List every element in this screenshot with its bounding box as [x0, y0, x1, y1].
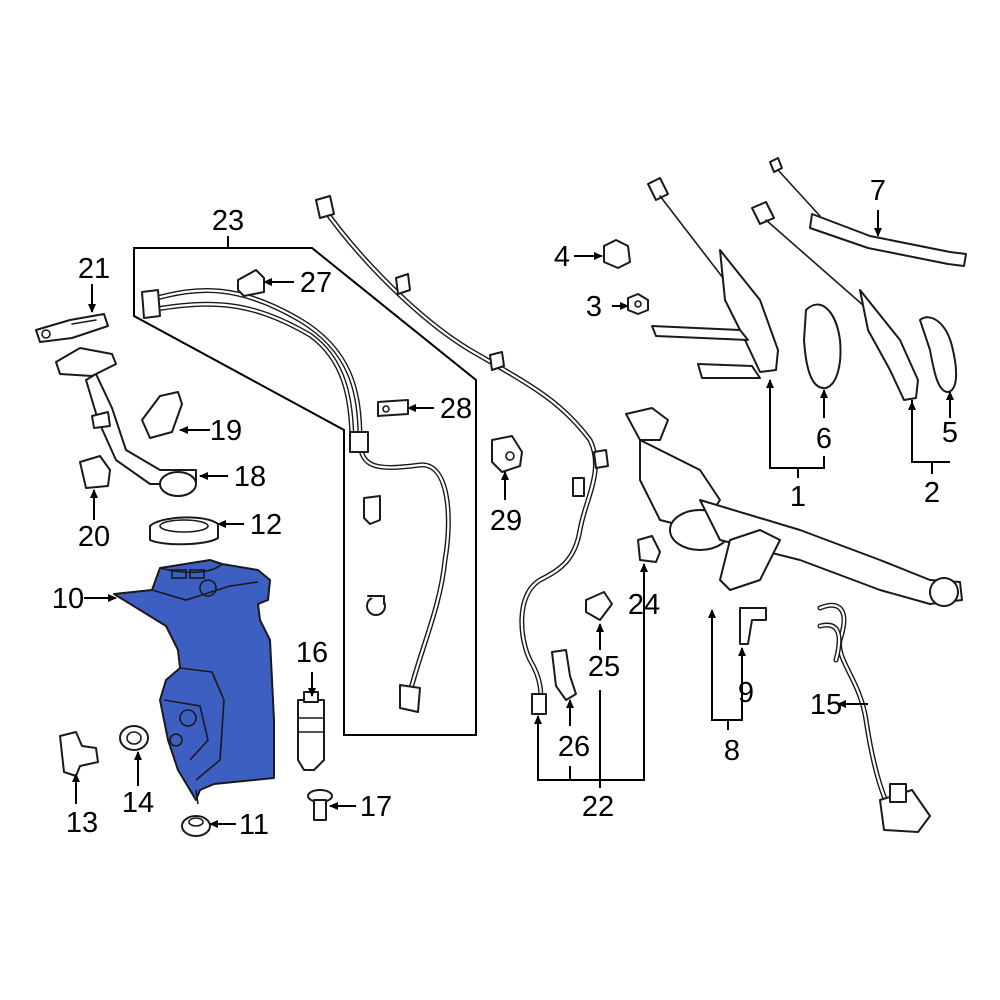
- callout-18: 18: [234, 461, 266, 493]
- arm-cap-6[interactable]: [803, 303, 842, 390]
- callout-3: 3: [586, 291, 602, 323]
- callout-8: 8: [724, 735, 740, 767]
- callout-12: 12: [250, 509, 282, 541]
- connector-26[interactable]: [551, 649, 577, 701]
- callout-17: 17: [360, 791, 392, 823]
- callout-7: 7: [870, 175, 886, 207]
- bolt-17[interactable]: [307, 789, 333, 821]
- washer-hose[interactable]: [141, 287, 451, 713]
- level-sensor-13[interactable]: [59, 731, 99, 777]
- arm-cap-5[interactable]: [919, 316, 958, 393]
- clip-27[interactable]: [237, 269, 265, 297]
- filler-neck-18[interactable]: [55, 347, 197, 497]
- grommet-21[interactable]: [35, 313, 109, 343]
- callout-10: 10: [52, 583, 84, 615]
- nut-4[interactable]: [603, 239, 631, 269]
- clip-25[interactable]: [585, 591, 613, 621]
- callout-19: 19: [210, 415, 242, 447]
- bracket-9[interactable]: [739, 607, 767, 645]
- callout-27: 27: [300, 267, 332, 299]
- grommet-14[interactable]: [119, 725, 149, 751]
- washer-pump-16[interactable]: [297, 691, 325, 771]
- callout-20: 20: [78, 521, 110, 553]
- wiper-arm-right[interactable]: [751, 201, 919, 401]
- callout-24: 24: [628, 589, 660, 621]
- hose-group-frame: [133, 247, 477, 736]
- wiper-blade[interactable]: [769, 157, 967, 267]
- callout-21: 21: [78, 253, 110, 285]
- callout-2: 2: [924, 477, 940, 509]
- hose-15[interactable]: [817, 602, 931, 833]
- washer-reservoir[interactable]: [113, 559, 275, 805]
- callout-15: 15: [810, 689, 842, 721]
- callout-28: 28: [440, 393, 472, 425]
- hose-connector[interactable]: [366, 595, 386, 616]
- callout-9: 9: [738, 677, 754, 709]
- callout-22: 22: [582, 791, 614, 823]
- callout-23: 23: [212, 205, 244, 237]
- bracket-19[interactable]: [141, 391, 183, 439]
- reservoir-body[interactable]: [113, 559, 275, 801]
- wiper-arm-left[interactable]: [647, 177, 779, 379]
- callout-5: 5: [942, 417, 958, 449]
- callout-14: 14: [122, 787, 154, 819]
- callout-11: 11: [239, 809, 269, 841]
- callout-26: 26: [558, 731, 590, 763]
- bracket-24[interactable]: [637, 535, 661, 563]
- part-29-cover[interactable]: [491, 435, 523, 473]
- callout-16: 16: [296, 637, 328, 669]
- nut-3[interactable]: [627, 293, 649, 315]
- leader-lines: [72, 210, 954, 828]
- callout-4: 4: [554, 241, 570, 273]
- callout-13: 13: [66, 807, 98, 839]
- grommet-11[interactable]: [181, 815, 211, 837]
- hose-clip[interactable]: [363, 495, 381, 525]
- wiring-harness[interactable]: [315, 195, 609, 715]
- callout-25: 25: [588, 651, 620, 683]
- callout-1: 1: [790, 481, 806, 513]
- clip-28[interactable]: [377, 399, 409, 417]
- wiper-linkage-motor[interactable]: [625, 407, 963, 607]
- callout-labels: 1 2 3 4 5 6 7 8 9 10 11 12 13 14 15 16 1…: [52, 175, 958, 841]
- callout-6: 6: [816, 423, 832, 455]
- callout-29: 29: [490, 505, 522, 537]
- cap-12[interactable]: [149, 516, 219, 546]
- clip-20[interactable]: [79, 455, 111, 489]
